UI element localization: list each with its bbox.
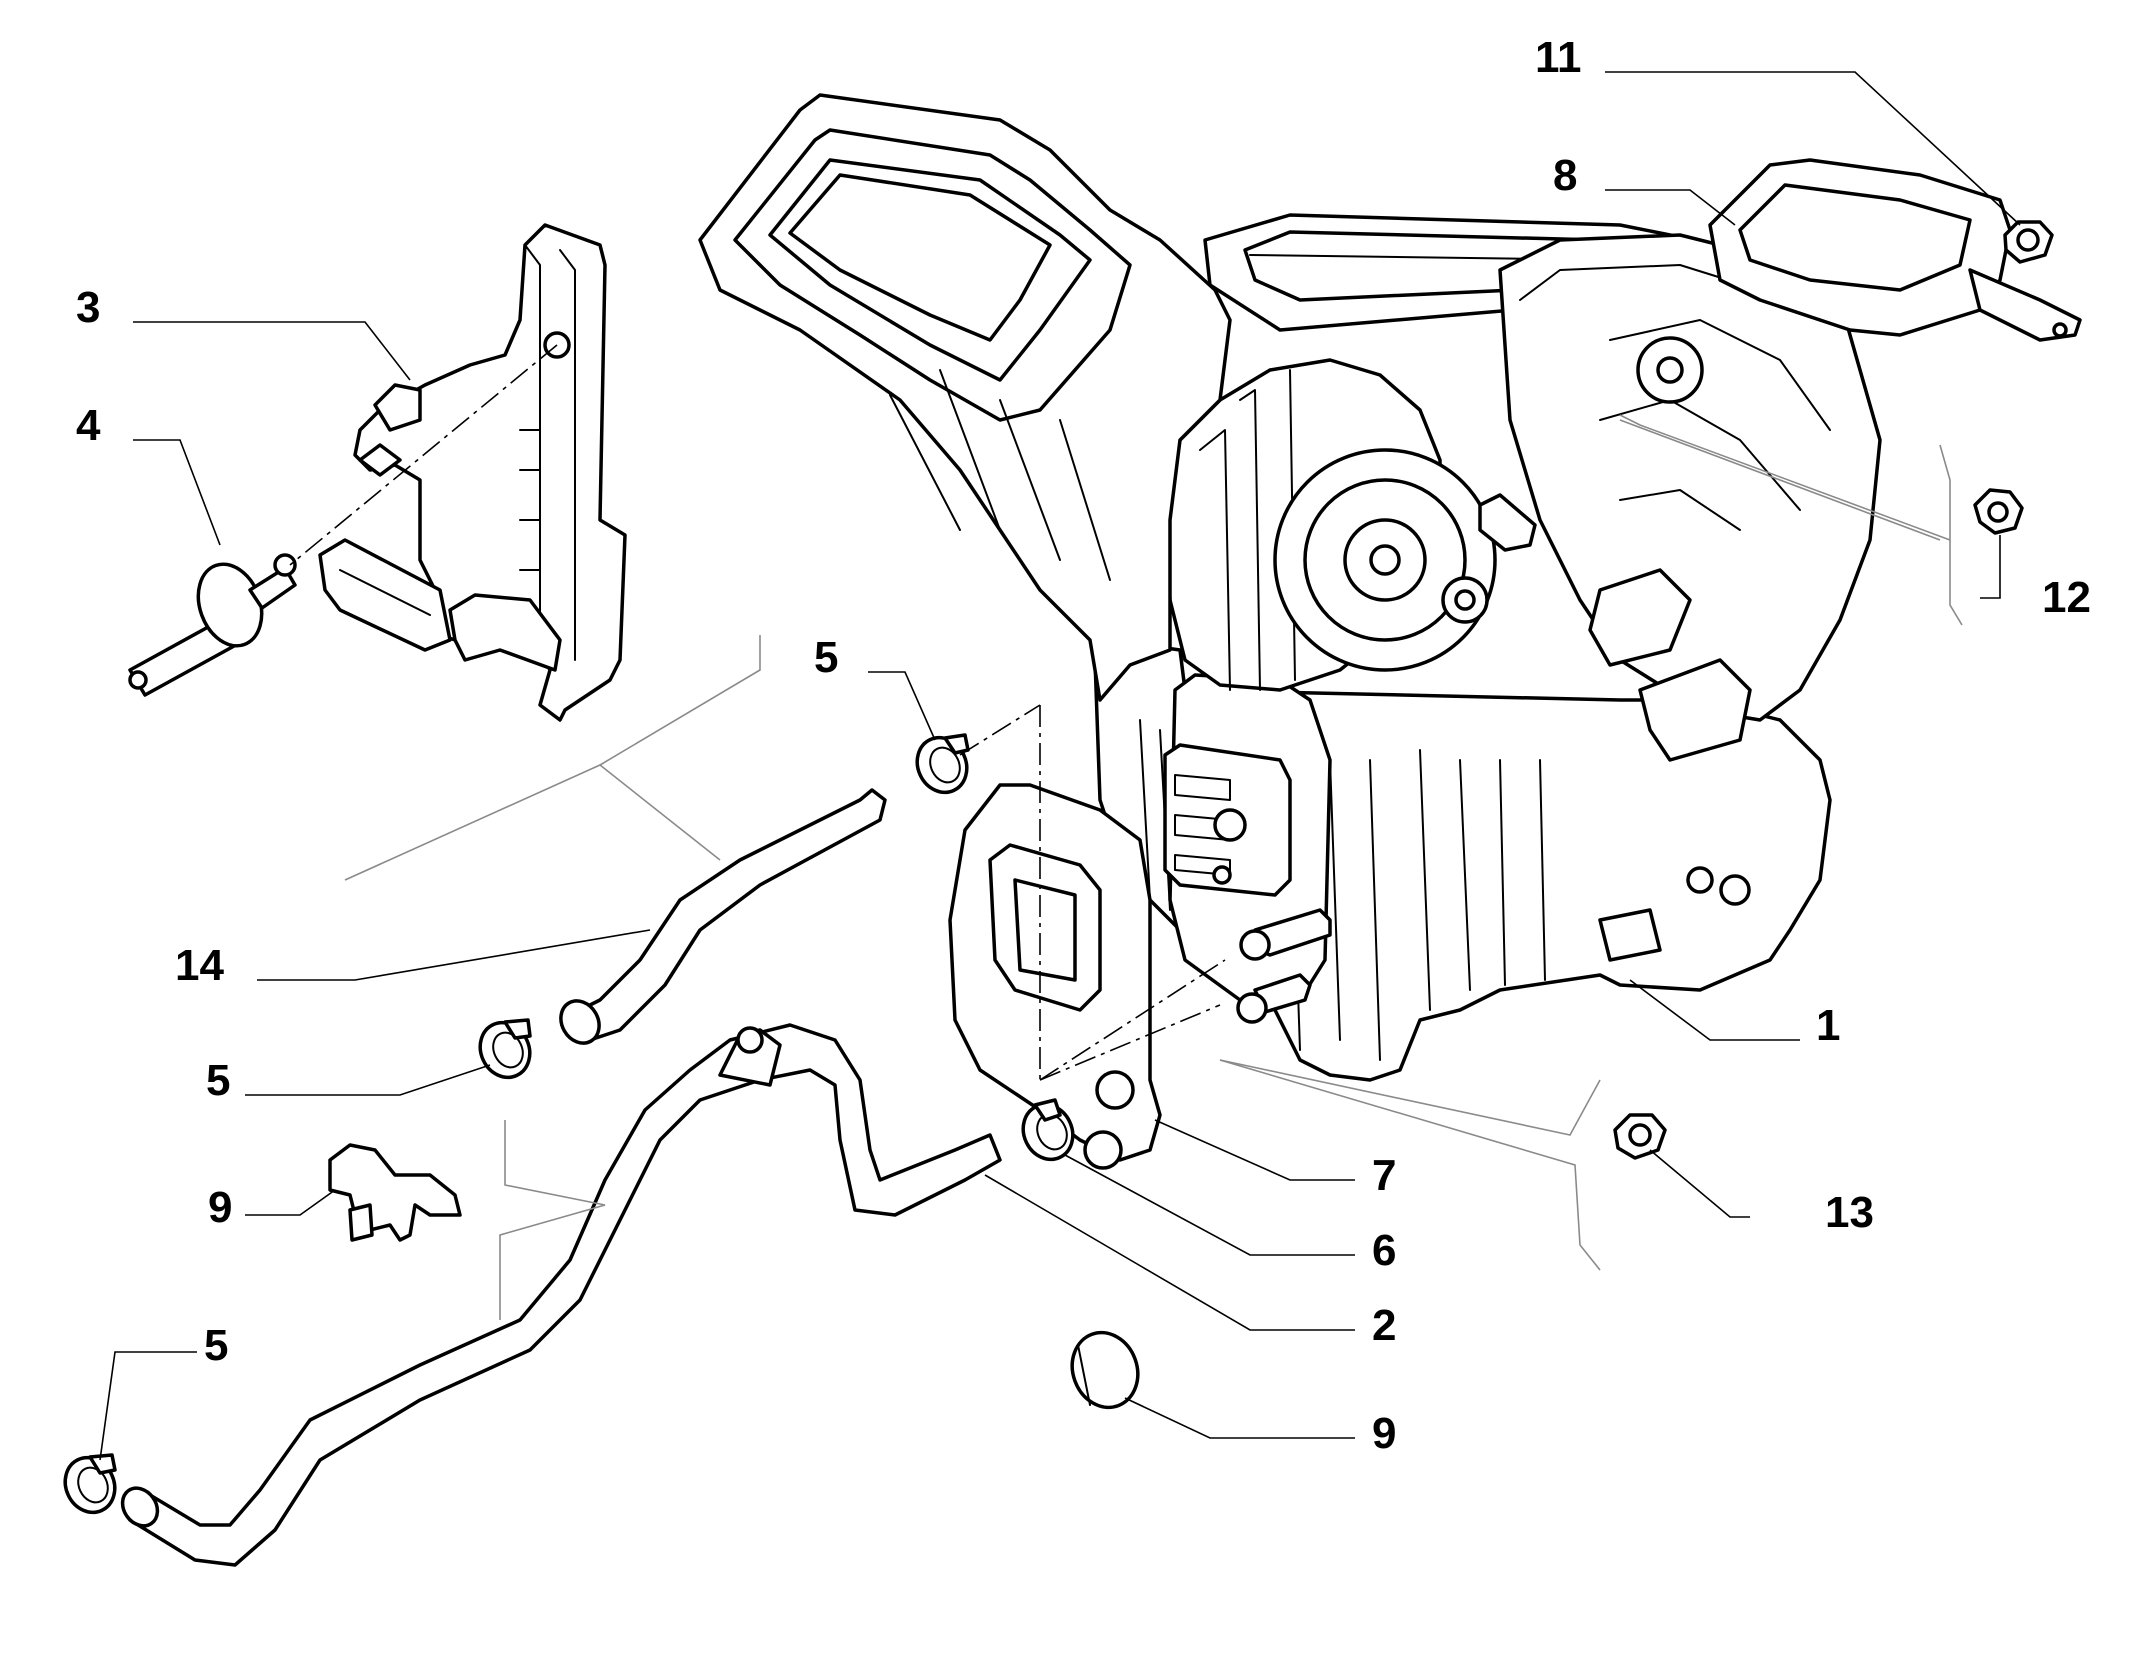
clamp-part-6: [1021, 1098, 1075, 1162]
callout-1: 1: [1816, 1001, 1840, 1050]
callout-14: 14: [175, 941, 224, 990]
heater-hose-part-2: [120, 1023, 1002, 1567]
assembly-axes: [289, 344, 1226, 1081]
callout-5-top: 5: [814, 633, 838, 682]
callout-3: 3: [76, 283, 100, 332]
callout-13: 13: [1825, 1188, 1874, 1237]
callout-11: 11: [1535, 33, 1582, 82]
return-hose-part-14: [559, 788, 887, 1045]
callout-9-cap: 9: [1372, 1409, 1396, 1458]
control-module-part-8: [1708, 158, 2082, 342]
nut-part-13: [1613, 1113, 1667, 1160]
retainer-clip: [318, 538, 452, 652]
clip-part-9-bracket: [328, 1143, 462, 1242]
callout-5-mid: 5: [206, 1056, 230, 1105]
hose-clamp-part-5-bottom: [63, 1453, 117, 1515]
callout-12: 12: [2042, 573, 2091, 622]
hose-clamp-part-5-mid: [478, 1018, 532, 1080]
callout-9-clip: 9: [208, 1183, 232, 1232]
push-pin-part-4: [128, 553, 297, 697]
assembly-guide-lines: [344, 414, 1963, 1320]
leader-lines: [99, 71, 2021, 1461]
callout-5-bottom: 5: [204, 1321, 228, 1370]
hvac-unit-part-1: [698, 93, 1882, 1082]
nut-part-11: [2003, 220, 2054, 264]
bracket-part-3: [353, 223, 627, 722]
plug-part-9-cap: [1070, 1330, 1140, 1410]
callout-4: 4: [76, 401, 101, 450]
gasket-part-7: [948, 783, 1162, 1170]
callout-6: 6: [1372, 1226, 1396, 1275]
nut-part-12: [1973, 488, 2024, 535]
hose-clamp-part-5-top: [915, 733, 970, 795]
callout-2: 2: [1372, 1301, 1396, 1350]
callout-7: 7: [1372, 1151, 1396, 1200]
callout-labels: 11 8 3 4 12 5 14 1 5 7 13 9 6 2 5 9: [76, 33, 2091, 1458]
callout-8: 8: [1553, 151, 1577, 200]
